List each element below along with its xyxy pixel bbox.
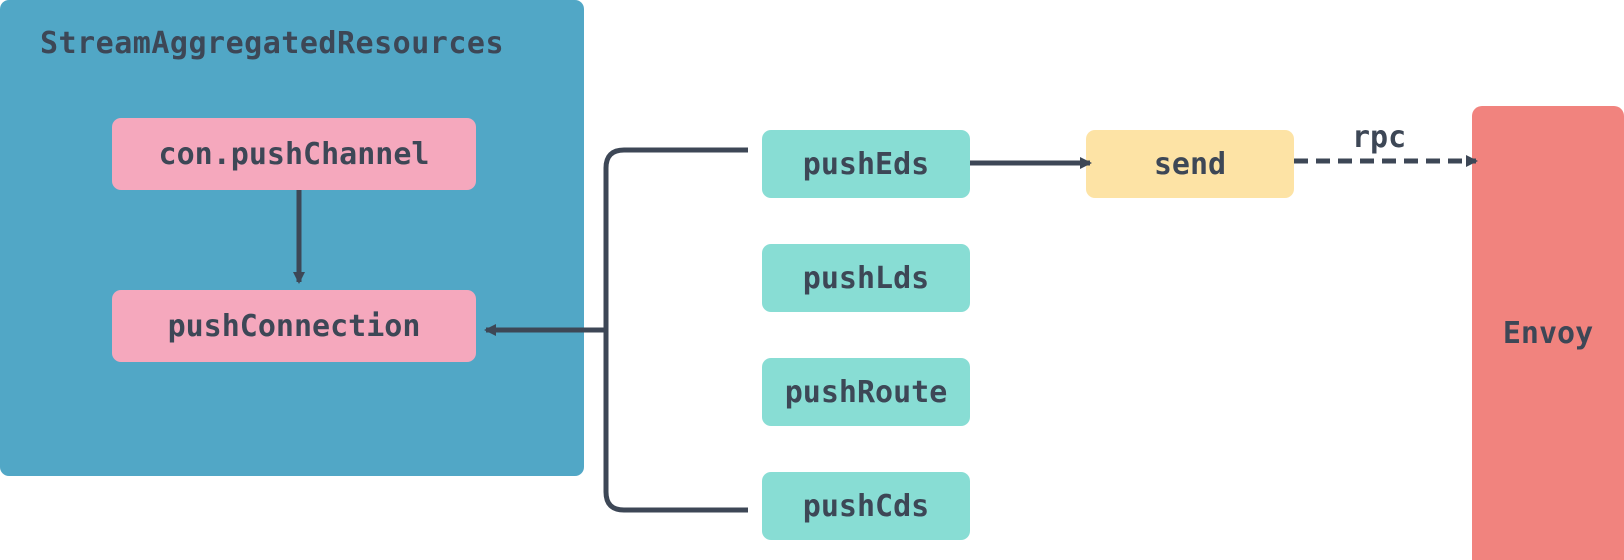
envoy-node: Envoy: [1472, 106, 1624, 560]
push-functions-bracket: [603, 147, 748, 513]
push-eds-node: pushEds: [762, 130, 970, 198]
rpc-label: rpc: [1352, 120, 1407, 155]
send-node: send: [1086, 130, 1294, 198]
stream-aggregated-resources-container: StreamAggregatedResources con.pushChanne…: [0, 0, 584, 476]
container-title: StreamAggregatedResources: [40, 26, 505, 61]
push-cds-node: pushCds: [762, 472, 970, 540]
push-lds-node: pushLds: [762, 244, 970, 312]
push-route-node: pushRoute: [762, 358, 970, 426]
push-channel-node: con.pushChannel: [112, 118, 476, 190]
push-connection-node: pushConnection: [112, 290, 476, 362]
